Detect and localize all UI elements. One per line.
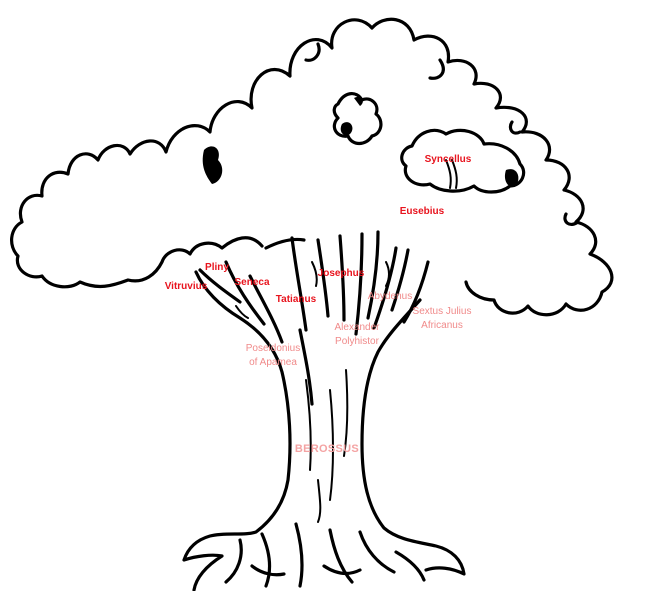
label-seneca: Seneca — [234, 277, 269, 288]
canopy-gap-dark-2 — [354, 96, 363, 106]
label-sextus-line2: Africanus — [421, 320, 463, 331]
label-alexander-line1: Alexander — [334, 322, 380, 333]
label-eusebius: Eusebius — [400, 206, 445, 217]
roots — [224, 522, 426, 588]
label-poseidonius-line2: of Apamea — [249, 357, 297, 368]
canopy-outline — [10, 17, 614, 317]
trunk-left — [182, 270, 292, 591]
label-abydenus: Abydenus — [368, 291, 412, 302]
syncellus-trunklet — [445, 159, 458, 189]
label-josephus: Josephus — [318, 268, 365, 279]
label-alexander-line2: Polyhistor — [335, 336, 380, 347]
canopy-notch-left — [202, 146, 223, 184]
label-syncellus: Syncellus — [425, 154, 472, 165]
label-pliny: Pliny — [205, 262, 229, 273]
trunk-right — [360, 298, 466, 576]
label-poseidonius-line1: Poseidonius — [246, 343, 300, 354]
branch-ticks — [235, 261, 390, 319]
canopy-gap-dark — [340, 122, 353, 136]
canopy-inner-scallops — [304, 42, 580, 227]
canopy-gap-right-dark — [504, 169, 519, 188]
branches — [198, 230, 430, 406]
label-tatianus: Tatianus — [276, 294, 317, 305]
trunk-bark — [305, 369, 349, 523]
label-berossus: BEROSSUS — [295, 443, 359, 455]
label-vitruvius: Vitruvius — [165, 281, 208, 292]
label-sextus-line1: Sextus Julius — [413, 306, 472, 317]
